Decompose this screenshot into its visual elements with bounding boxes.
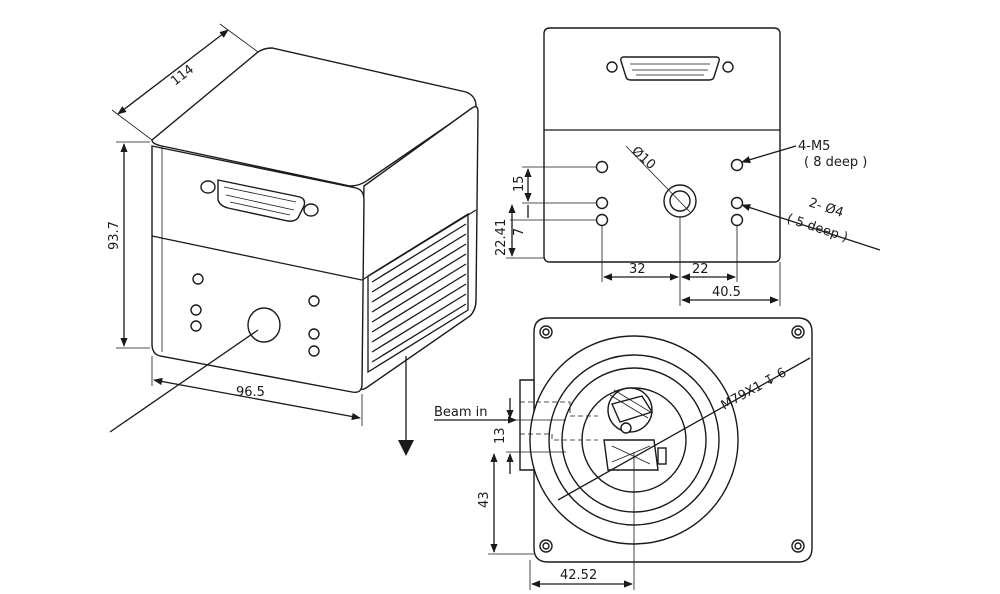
dim-line-114	[117, 29, 229, 115]
dim-96-5: 96.5	[236, 385, 265, 400]
iso-down-arrow-head	[398, 440, 414, 456]
leader-d10	[625, 145, 691, 213]
front-galvo-mechanism	[520, 387, 667, 471]
iso-db-connector	[200, 179, 319, 222]
callout-d4: 2- Ø4	[807, 196, 846, 221]
thread-leader	[557, 357, 811, 501]
front-corner-holes	[539, 325, 805, 553]
dim-22: 22	[692, 262, 709, 277]
dim-line-96-5	[153, 377, 361, 421]
dim-40-5: 40.5	[712, 285, 741, 300]
iso-vent-slots	[367, 212, 469, 374]
label-beam-in: Beam in	[434, 405, 488, 420]
front-view: Beam in 13 43 42.52 M79X1 ↧ 6	[434, 317, 813, 590]
top-view: 15 22.41 7 32 22 40.5 Ø10 4-M5 ( 8 deep …	[494, 27, 881, 306]
leader-m5	[741, 145, 797, 164]
iso-top-face	[151, 47, 477, 187]
iso-front-seam	[151, 235, 363, 281]
dim-93-7: 93.7	[107, 221, 122, 250]
callout-m5-depth: ( 8 deep )	[804, 155, 867, 170]
top-db-connector	[606, 56, 734, 81]
dim-114: 114	[168, 62, 197, 89]
dim-15: 15	[512, 175, 527, 192]
dim-7: 7	[512, 228, 527, 236]
dim-13: 13	[493, 427, 508, 444]
isometric-view: 114 93.7 96.5	[107, 23, 479, 456]
iso-front-holes	[190, 273, 320, 357]
dim-42-52: 42.52	[560, 568, 597, 583]
dim-43: 43	[477, 491, 492, 508]
dim-32: 32	[629, 262, 646, 277]
leader-d4	[741, 204, 881, 251]
iso-front-face	[151, 145, 365, 394]
iso-beam-hole	[247, 307, 281, 343]
callout-m5: 4-M5	[798, 139, 830, 154]
dim-22-41: 22.41	[494, 219, 509, 256]
